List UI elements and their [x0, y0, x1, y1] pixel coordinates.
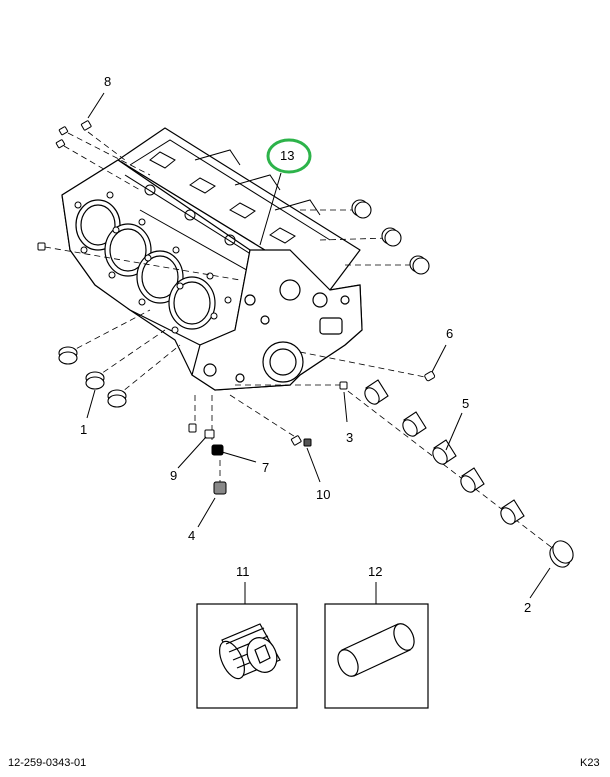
- callout-8: 8: [104, 74, 112, 89]
- set-screw-plug-icon: [219, 623, 281, 680]
- callout-12: 12: [368, 564, 383, 579]
- document-number: 12-259-0343-01: [8, 757, 87, 769]
- dowel-pin-icon: [337, 623, 415, 677]
- highlight-ring-13: [266, 138, 312, 174]
- detail-box-11: [196, 603, 298, 709]
- expansion-plugs-left: [58, 346, 127, 408]
- callout-10: 10: [316, 487, 331, 502]
- callout-2: 2: [524, 600, 532, 615]
- callout-6: 6: [446, 326, 454, 341]
- callout-4: 4: [188, 528, 196, 543]
- sheet-code: K23: [580, 757, 600, 769]
- callout-7: 7: [262, 460, 270, 475]
- callout-1: 1: [80, 422, 88, 437]
- cam-bearings: [364, 379, 525, 525]
- callout-3: 3: [346, 430, 354, 445]
- small-fittings: [188, 371, 436, 495]
- cam-plug: [549, 540, 574, 568]
- detail-box-12: [324, 603, 429, 709]
- head-bolt-holes: [74, 191, 232, 334]
- block-front-face: [191, 249, 363, 391]
- callout-9: 9: [170, 468, 178, 483]
- callout-5: 5: [462, 396, 470, 411]
- callout-13: 13: [280, 148, 295, 163]
- dashed-leader-lines: [44, 131, 556, 551]
- callout-leaders: [86, 92, 551, 604]
- callout-11: 11: [236, 564, 250, 579]
- expansion-plugs-right: [351, 199, 430, 275]
- head-bolts: [37, 120, 92, 251]
